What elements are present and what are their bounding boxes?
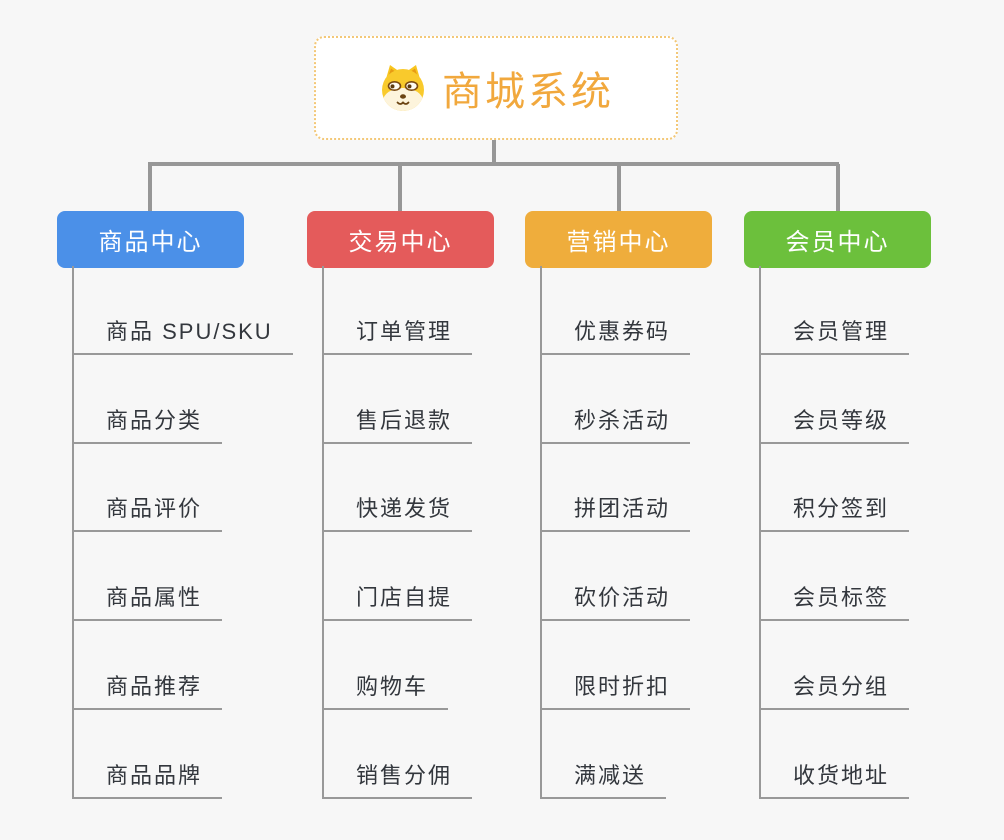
- branch-trade-center[interactable]: 交易中心: [307, 211, 494, 268]
- leaf-topic[interactable]: 积分签到: [761, 444, 910, 533]
- root-topic[interactable]: 商城系统: [314, 36, 678, 140]
- branch-marketing-center[interactable]: 营销中心: [525, 211, 712, 268]
- root-topic-label: 商城系统: [442, 70, 614, 114]
- leaf-topic[interactable]: 商品评价: [74, 444, 223, 533]
- branch-products-center[interactable]: 商品中心: [57, 211, 244, 268]
- connector-drop-products: [148, 164, 152, 211]
- connector-bus-line: [148, 162, 839, 166]
- leaf-topic[interactable]: 门店自提: [324, 532, 473, 622]
- leaf-topic[interactable]: 会员等级: [761, 355, 910, 444]
- leaf-topic[interactable]: 会员管理: [761, 266, 910, 355]
- leaf-topic[interactable]: 商品推荐: [74, 621, 223, 710]
- leaf-topic[interactable]: 满减送: [542, 710, 667, 799]
- branch-members-center[interactable]: 会员中心: [744, 211, 931, 268]
- leaf-topic[interactable]: 商品属性: [74, 532, 223, 622]
- leaf-topic[interactable]: 商品品牌: [74, 710, 223, 799]
- leaf-topic[interactable]: 商品分类: [74, 355, 223, 444]
- connector-drop-marketing: [617, 164, 621, 211]
- leaf-topic[interactable]: 售后退款: [324, 355, 473, 444]
- leaf-topic[interactable]: 会员标签: [761, 532, 910, 622]
- leaf-topic[interactable]: 商品 SPU/SKU: [74, 266, 293, 355]
- leaf-topic[interactable]: 秒杀活动: [542, 355, 691, 444]
- leaf-topic[interactable]: 收货地址: [761, 710, 910, 799]
- leaf-topic[interactable]: 购物车: [324, 621, 449, 710]
- leaf-topic[interactable]: 砍价活动: [542, 532, 691, 622]
- branch-products-children: 商品 SPU/SKU 商品分类 商品评价 商品属性 商品推荐 商品品牌: [72, 266, 293, 799]
- leaf-topic[interactable]: 拼团活动: [542, 444, 691, 533]
- leaf-topic[interactable]: 限时折扣: [542, 621, 691, 710]
- connector-drop-members: [836, 164, 840, 211]
- connector-drop-trade: [398, 164, 402, 211]
- branch-trade-children: 订单管理 售后退款 快递发货 门店自提 购物车 销售分佣: [322, 266, 473, 799]
- leaf-topic[interactable]: 优惠券码: [542, 266, 691, 355]
- leaf-topic[interactable]: 快递发货: [324, 444, 473, 533]
- leaf-topic[interactable]: 订单管理: [324, 266, 473, 355]
- dog-face-icon: [382, 65, 424, 111]
- connector-root-stem: [492, 140, 496, 164]
- branch-members-children: 会员管理 会员等级 积分签到 会员标签 会员分组 收货地址: [759, 266, 910, 799]
- leaf-topic[interactable]: 会员分组: [761, 621, 910, 710]
- leaf-topic[interactable]: 销售分佣: [324, 710, 473, 799]
- branch-marketing-children: 优惠券码 秒杀活动 拼团活动 砍价活动 限时折扣 满减送: [540, 266, 691, 799]
